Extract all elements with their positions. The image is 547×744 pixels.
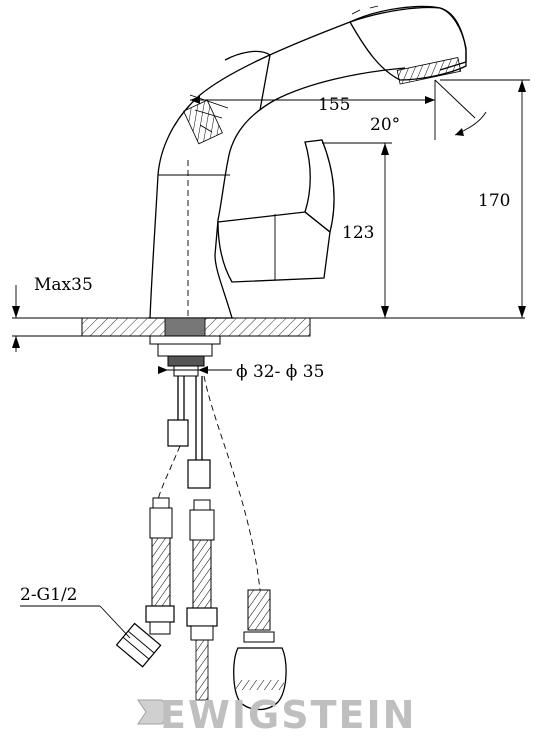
brand-logo: EWIGSTEIN: [137, 693, 416, 737]
faucet-body: [148, 6, 467, 319]
supply-tubes: [157, 375, 261, 591]
brand-logo-text: EWIGSTEIN: [160, 693, 416, 737]
spray-head: [349, 5, 467, 85]
dim-hole-diameter: ϕ 32- ϕ 35: [236, 362, 324, 382]
dim-connection: 2-G1/2: [20, 585, 78, 605]
lever-handle: [217, 139, 335, 283]
dimension-lines: [12, 79, 530, 639]
hose-weight: [233, 589, 287, 711]
countertop: [12, 317, 525, 337]
dim-total-height: 170: [478, 191, 510, 211]
braided-hose-right: [186, 499, 218, 701]
dim-spout-length: 155: [318, 95, 350, 115]
dim-swivel-angle: 20°: [370, 115, 400, 135]
dim-spout-height: 123: [342, 223, 374, 243]
mounting-shank: [149, 317, 221, 377]
braided-hose-left: [115, 497, 175, 668]
dim-max-thickness: Max35: [34, 275, 93, 295]
